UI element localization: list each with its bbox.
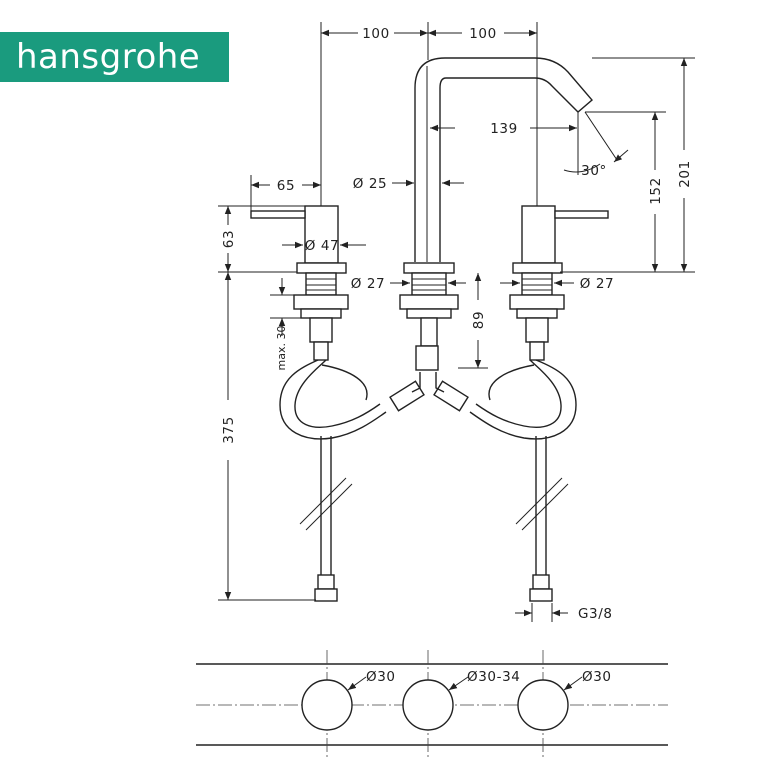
spout [414, 57, 593, 262]
dim-spacing-left: 100 [362, 26, 390, 42]
brand-logo-text: hansgrohe [16, 37, 201, 77]
dim-spacing-right: 100 [469, 26, 497, 42]
dim-handle-diameter: Ø 47 [305, 238, 340, 254]
dim-handle-length: 65 [277, 178, 295, 194]
plan-view: Ø30 Ø30-34 Ø30 [196, 650, 668, 760]
hole-center-label: Ø30-34 [467, 669, 520, 685]
dim-spout-height: 152 [648, 177, 664, 205]
dim-base-diameter-right: Ø 27 [580, 276, 615, 292]
dim-spout-angle: 30° [581, 163, 607, 179]
hole-right-label: Ø30 [582, 669, 612, 685]
hole-left-label: Ø30 [366, 669, 396, 685]
right-handle [512, 205, 609, 274]
hole-center [402, 679, 454, 731]
dim-base-diameter-left: Ø 27 [351, 276, 386, 292]
dim-connection: G3/8 [578, 606, 613, 622]
dim-total-height: 201 [677, 160, 693, 188]
dim-thread-length: 89 [471, 311, 487, 329]
dim-hose-length: 375 [221, 416, 237, 444]
hole-left [301, 679, 353, 731]
hole-right [517, 679, 569, 731]
mounting-hardware [293, 272, 565, 371]
dim-handle-height: 63 [221, 230, 237, 248]
spout-base [403, 262, 455, 274]
dim-max-thickness: max. 30 [275, 326, 288, 371]
dim-spout-diameter: Ø 25 [353, 176, 388, 192]
connection-hoses [279, 359, 577, 602]
dimension-labels: 100 100 139 30° 152 201 65 Ø 25 63 Ø 47 … [221, 26, 693, 622]
left-handle [250, 205, 347, 274]
brand-logo: hansgrohe [0, 32, 229, 82]
dimension-lines [218, 22, 695, 622]
dim-spout-reach: 139 [490, 121, 518, 137]
